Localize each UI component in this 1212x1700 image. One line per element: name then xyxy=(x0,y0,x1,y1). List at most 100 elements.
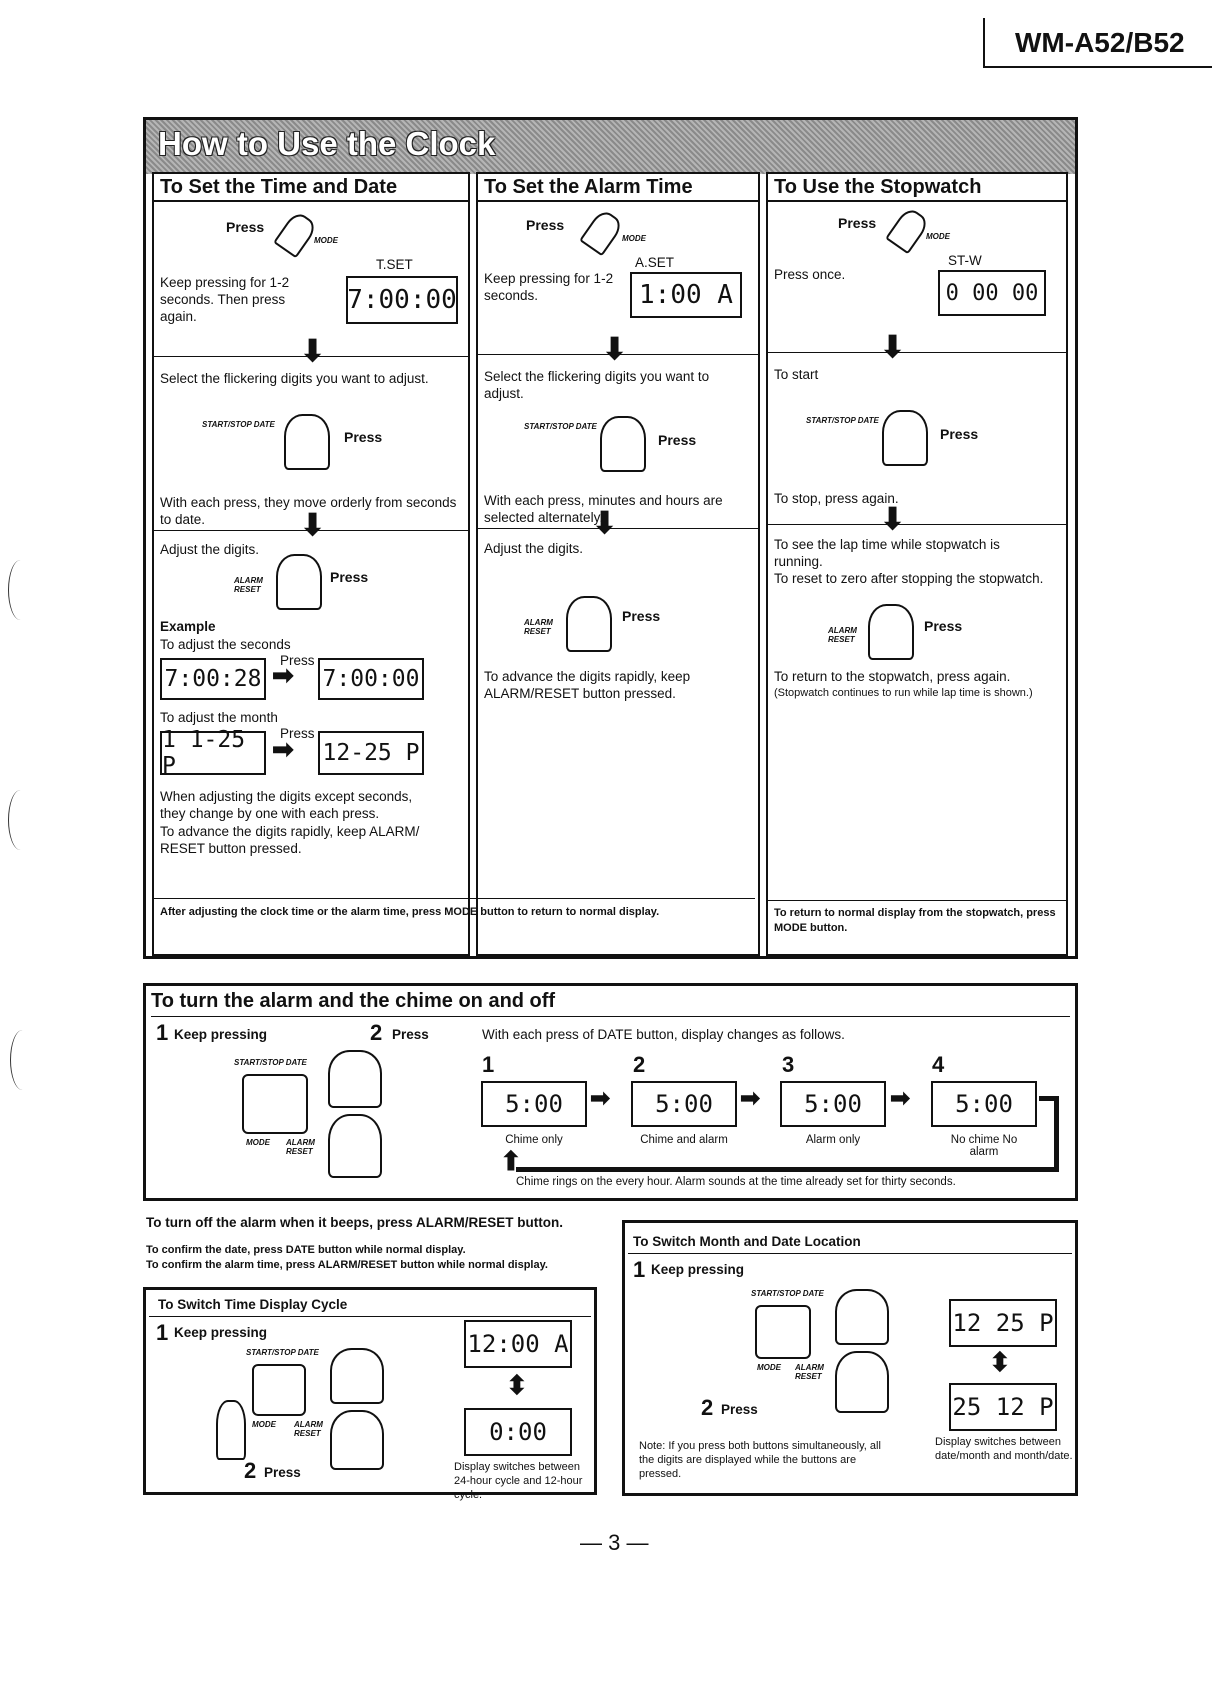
lcd-label: A.SET xyxy=(635,255,675,270)
lcd-label: T.SET xyxy=(376,257,413,272)
step-number: 1 xyxy=(156,1020,169,1045)
note-text: When adjusting the digits except seconds… xyxy=(160,789,413,821)
state-number: 2 xyxy=(633,1052,646,1077)
lcd-display: 0:00 xyxy=(464,1408,572,1456)
page-number: — 3 — xyxy=(580,1530,649,1555)
watch-icon xyxy=(242,1074,308,1134)
step-text: Adjust the digits. xyxy=(160,542,260,557)
step-text: Select the flickering digits you want to… xyxy=(484,369,710,401)
step-number: 2 xyxy=(370,1020,383,1045)
step-number: 1 xyxy=(633,1257,646,1282)
alarm-reset-label: ALARM RESET xyxy=(234,576,263,594)
step-text: To see the lap time while stopwatch is r… xyxy=(774,537,1000,569)
finger-icon xyxy=(273,209,319,259)
column-heading: To Set the Alarm Time xyxy=(478,174,758,202)
lcd-display: 5:00 xyxy=(931,1081,1037,1127)
step-text: Keep pressing for 1-2 seconds. xyxy=(484,271,614,303)
step-text: With each press, minutes and hours are s… xyxy=(484,493,723,525)
step-number: 2 xyxy=(244,1458,257,1483)
section-heading: To Switch Month and Date Location xyxy=(633,1234,861,1249)
right-arrow-icon: ➡ xyxy=(272,734,294,764)
finger-icon xyxy=(276,554,322,610)
press-label: Press xyxy=(721,1402,758,1417)
finger-icon xyxy=(330,1410,384,1470)
step-text: With each press, they move orderly from … xyxy=(160,495,457,527)
set-alarm-column: To Set the Alarm Time Press MODE A.SET K… xyxy=(476,172,760,956)
finger-icon xyxy=(885,205,931,255)
state-caption: No chime No alarm xyxy=(950,1134,1018,1158)
finger-icon xyxy=(566,596,612,652)
swap-arrow-icon: ⬍ xyxy=(506,1370,528,1400)
finger-icon xyxy=(579,207,625,257)
confirm-alarm-note: To confirm the alarm time, press ALARM/R… xyxy=(146,1259,548,1271)
lcd-display: 12 25 P xyxy=(949,1299,1057,1347)
binding-mark xyxy=(8,790,33,850)
press-label: Press xyxy=(838,215,877,231)
press-label: Press xyxy=(280,653,315,668)
mode-label: MODE xyxy=(926,232,950,241)
finger-icon xyxy=(328,1050,382,1108)
example-label: Example xyxy=(160,619,216,634)
note-text: Note: If you press both buttons simultan… xyxy=(639,1440,881,1480)
step-text: To adjust the seconds xyxy=(160,637,291,652)
press-label: Press xyxy=(330,569,369,585)
start-stop-date-label: START/STOP DATE xyxy=(524,422,597,431)
step-text: Select the flickering digits you want to… xyxy=(160,371,429,386)
state-number: 4 xyxy=(932,1052,945,1077)
press-label: Press xyxy=(526,217,565,233)
finger-icon xyxy=(868,604,914,660)
right-arrow-icon: ➡ xyxy=(740,1085,761,1112)
keep-pressing-label: Keep pressing xyxy=(651,1262,745,1277)
monthdate-caption: Display switches between date/month and … xyxy=(935,1436,1073,1462)
column-heading: To Set the Time and Date xyxy=(154,174,468,202)
lcd-display: 5:00 xyxy=(780,1081,886,1127)
press-label: Press xyxy=(344,429,383,445)
right-arrow-icon: ➡ xyxy=(890,1085,911,1112)
step-number: 2 xyxy=(701,1395,714,1420)
lcd-display: 0 00 00 xyxy=(938,270,1046,316)
state-caption: Alarm only xyxy=(805,1134,861,1146)
cycle-caption: Display switches between 24-hour cycle a… xyxy=(454,1461,583,1501)
page-title: How to Use the Clock xyxy=(158,125,496,162)
step-text: (Stopwatch continues to run while lap ti… xyxy=(774,687,1033,699)
confirm-date-note: To confirm the date, press DATE button w… xyxy=(146,1244,466,1256)
lcd-display: 5:00 xyxy=(481,1081,587,1127)
set-time-column: To Set the Time and Date Press MODE Keep… xyxy=(152,172,470,956)
state-caption: Chime and alarm xyxy=(640,1134,728,1146)
mode-label: MODE xyxy=(314,236,338,245)
step-text: Press once. xyxy=(774,267,846,282)
press-label: Press xyxy=(226,219,265,235)
start-stop-date-label: START/STOP DATE xyxy=(234,1058,307,1067)
step-number: 1 xyxy=(156,1320,169,1345)
finger-icon xyxy=(835,1351,889,1413)
finger-icon xyxy=(328,1114,382,1178)
press-label: Press xyxy=(264,1465,301,1480)
title-banner: How to Use the Clock xyxy=(146,120,1075,174)
return-arrow-line xyxy=(1039,1096,1059,1172)
lcd-display: 7:00:28 xyxy=(160,658,266,700)
press-label: Press xyxy=(924,618,963,634)
down-arrow-icon: ⬇ xyxy=(300,509,326,542)
start-stop-date-label: START/STOP DATE xyxy=(751,1289,824,1298)
return-arrow-line xyxy=(516,1167,1056,1172)
finger-icon xyxy=(882,410,928,466)
press-label: Press xyxy=(940,426,979,442)
how-to-use-clock-panel: How to Use the Clock To Set the Time and… xyxy=(143,117,1078,959)
mode-label: MODE xyxy=(246,1138,270,1147)
step-text: Keep pressing for 1-2 seconds. Then pres… xyxy=(160,275,290,324)
watch-icon xyxy=(252,1364,306,1416)
switch-month-date-panel: To Switch Month and Date Location 1 Keep… xyxy=(622,1220,1078,1496)
footer-text: To return to normal display from the sto… xyxy=(774,907,1056,934)
start-stop-date-label: START/STOP DATE xyxy=(806,416,879,425)
note-text: To advance the digits rapidly, keep ALAR… xyxy=(160,824,420,856)
down-arrow-icon: ⬇ xyxy=(602,333,628,366)
intro-text: With each press of DATE button, display … xyxy=(482,1027,845,1042)
section-heading: To turn the alarm and the chime on and o… xyxy=(151,990,556,1012)
alarm-reset-label: ALARM RESET xyxy=(524,618,553,636)
state-caption: Chime only xyxy=(505,1134,563,1146)
step-text: To start xyxy=(774,367,819,382)
main-footer-text: After adjusting the clock time or the al… xyxy=(160,906,660,918)
down-arrow-icon: ⬇ xyxy=(880,331,906,364)
up-arrow-icon: ⬆ xyxy=(500,1146,522,1176)
press-label: Press xyxy=(280,726,315,741)
